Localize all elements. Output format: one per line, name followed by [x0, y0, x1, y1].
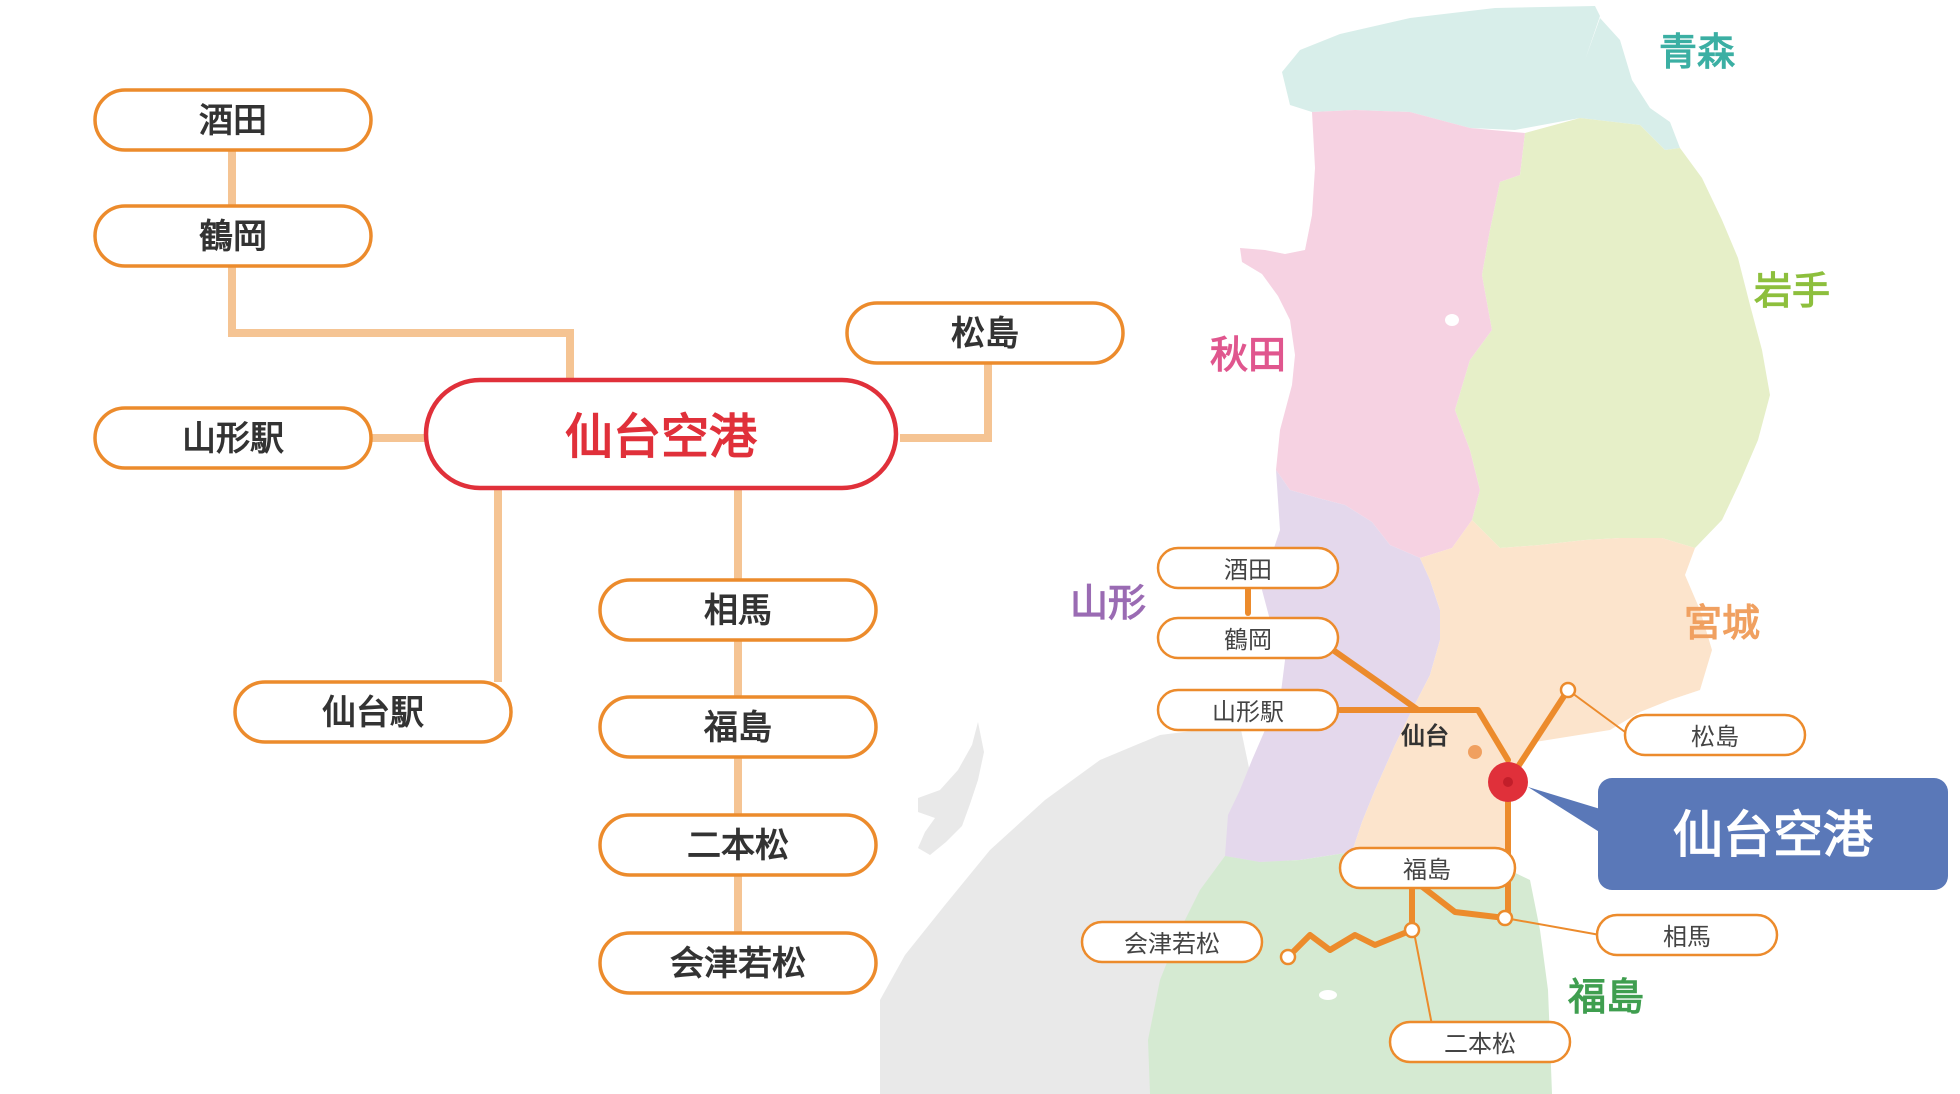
tohoku-map: 青森 秋田 岩手 山形 宮城 福島: [880, 6, 1948, 1094]
pill-label: 二本松: [687, 826, 789, 866]
hub-label: 仙台空港: [565, 409, 758, 465]
pill-label: 仙台駅: [322, 693, 424, 733]
map-pill-tsuruoka: 鶴岡: [1156, 616, 1340, 660]
pill-label: 会津若松: [670, 944, 806, 984]
junction-dots: [1279, 681, 1577, 966]
map-pill-label: 松島: [1691, 723, 1739, 751]
lake-marker: [1445, 314, 1459, 326]
pill-label: 鶴岡: [199, 217, 267, 257]
map-pill-matsushima: 松島: [1623, 713, 1807, 757]
stop-dot-matsushima: [1559, 681, 1577, 699]
pill-matsushima: 松島: [845, 301, 1125, 365]
connector-matsushima-hub: [900, 362, 992, 442]
pill-fukushima: 福島: [598, 695, 878, 759]
pill-label: 酒田: [199, 101, 267, 141]
callout-sendai-airport: 仙台空港: [1528, 778, 1948, 890]
diagram-connectors: [228, 150, 992, 932]
label-miyagi: 宮城: [1684, 601, 1760, 645]
callout-label: 仙台空港: [1673, 806, 1874, 864]
callout-box: [1598, 778, 1948, 890]
route-fukushima-soma: [1417, 882, 1508, 921]
map-pill-label: 福島: [1403, 856, 1451, 884]
map-pill-fukushima: 福島: [1338, 846, 1517, 890]
map-pill-sakata: 酒田: [1156, 546, 1340, 590]
pill-tsuruoka: 鶴岡: [93, 204, 373, 268]
pill-label: 福島: [703, 708, 772, 748]
label-iwate: 岩手: [1754, 269, 1830, 313]
region-iwate: [1455, 118, 1770, 548]
pill-label: 相馬: [704, 591, 772, 631]
connector-tsuruoka-hub: [228, 266, 574, 378]
lake-marker: [1319, 990, 1337, 1000]
map-pill-aizuwakamatsu: 会津若松: [1080, 920, 1264, 964]
city-dot-sendai: [1468, 745, 1482, 759]
label-yamagata: 山形: [1070, 581, 1146, 625]
route-fukushima-aizu: [1285, 927, 1415, 960]
stop-dot-soma: [1496, 909, 1514, 927]
route-diagram: 酒田 鶴岡 山形駅 仙台駅 松島 相馬 福島 二本松: [93, 88, 1125, 995]
label-aomori: 青森: [1659, 30, 1736, 74]
map-pill-yamagata-station: 山形駅: [1156, 688, 1340, 732]
map-pill-soma: 相馬: [1595, 913, 1779, 957]
callout-pointer: [1528, 787, 1620, 845]
map-pill-label: 酒田: [1224, 556, 1272, 584]
pill-sakata: 酒田: [93, 88, 373, 152]
region-akita: [1240, 110, 1525, 558]
pill-label: 山形駅: [182, 419, 284, 459]
map-pill-label: 相馬: [1663, 923, 1711, 951]
label-fukushima: 福島: [1567, 975, 1644, 1019]
map-pill-label: 鶴岡: [1224, 626, 1272, 654]
pill-label: 松島: [951, 314, 1019, 354]
region-aomori: [1282, 6, 1680, 150]
pill-aizuwakamatsu: 会津若松: [598, 931, 878, 995]
stop-dot-nihonmatsu: [1403, 921, 1421, 939]
leader-lines: [1411, 689, 1626, 1026]
label-akita: 秋田: [1210, 333, 1286, 377]
map-pill-nihonmatsu: 二本松: [1388, 1020, 1572, 1064]
route-yamagata-sendai: [1337, 707, 1511, 763]
pill-sendai-station: 仙台駅: [233, 680, 513, 744]
map-pill-label: 山形駅: [1212, 698, 1284, 726]
map-pill-label: 会津若松: [1124, 930, 1220, 958]
region-sado-island: [918, 722, 984, 855]
pill-nihonmatsu: 二本松: [598, 813, 878, 877]
map-pill-label: 二本松: [1444, 1030, 1516, 1058]
stop-dot-aizuwakamatsu: [1279, 948, 1297, 966]
region-miyagi: [1352, 520, 1712, 882]
pill-yamagata-station: 山形駅: [93, 406, 373, 470]
route-tsuruoka-sendai: [1330, 647, 1421, 713]
label-sendai-city: 仙台: [1401, 722, 1449, 750]
pill-soma: 相馬: [598, 578, 878, 642]
airport-marker-center: [1503, 777, 1513, 787]
hub-sendai-airport: 仙台空港: [423, 377, 899, 491]
